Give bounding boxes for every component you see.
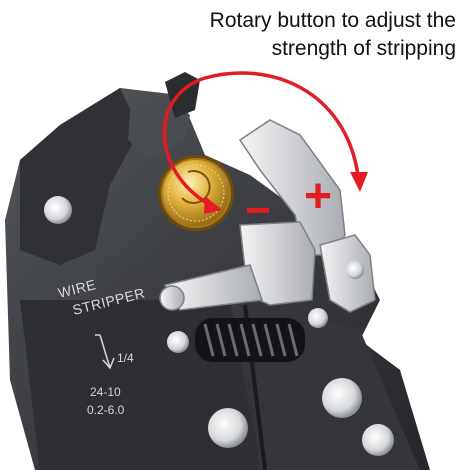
rivet-hole (167, 331, 189, 353)
rivet-hole (362, 424, 394, 456)
spring (195, 318, 305, 362)
rotary-knob[interactable] (158, 155, 234, 231)
gauge-marker-icon (95, 334, 115, 370)
rivet-hole (346, 261, 364, 279)
rivet-hole (308, 308, 328, 328)
rivet-hole (322, 378, 362, 418)
minus-sign: − (245, 186, 271, 235)
rotation-arrow-icon (162, 71, 368, 214)
marking-fraction: 1/4 (117, 351, 134, 365)
plus-sign: + (304, 170, 332, 223)
rivet-hole (208, 408, 248, 448)
rotate-arrow-icon (181, 170, 211, 204)
rivet-hole (44, 196, 72, 224)
caption-line-2: strength of stripping (271, 37, 456, 60)
caption-line-1: Rotary button to adjust the (209, 9, 456, 32)
marking-gauge-range: 24-10 (90, 385, 121, 399)
marking-mm-range: 0.2-6.0 (87, 403, 125, 417)
